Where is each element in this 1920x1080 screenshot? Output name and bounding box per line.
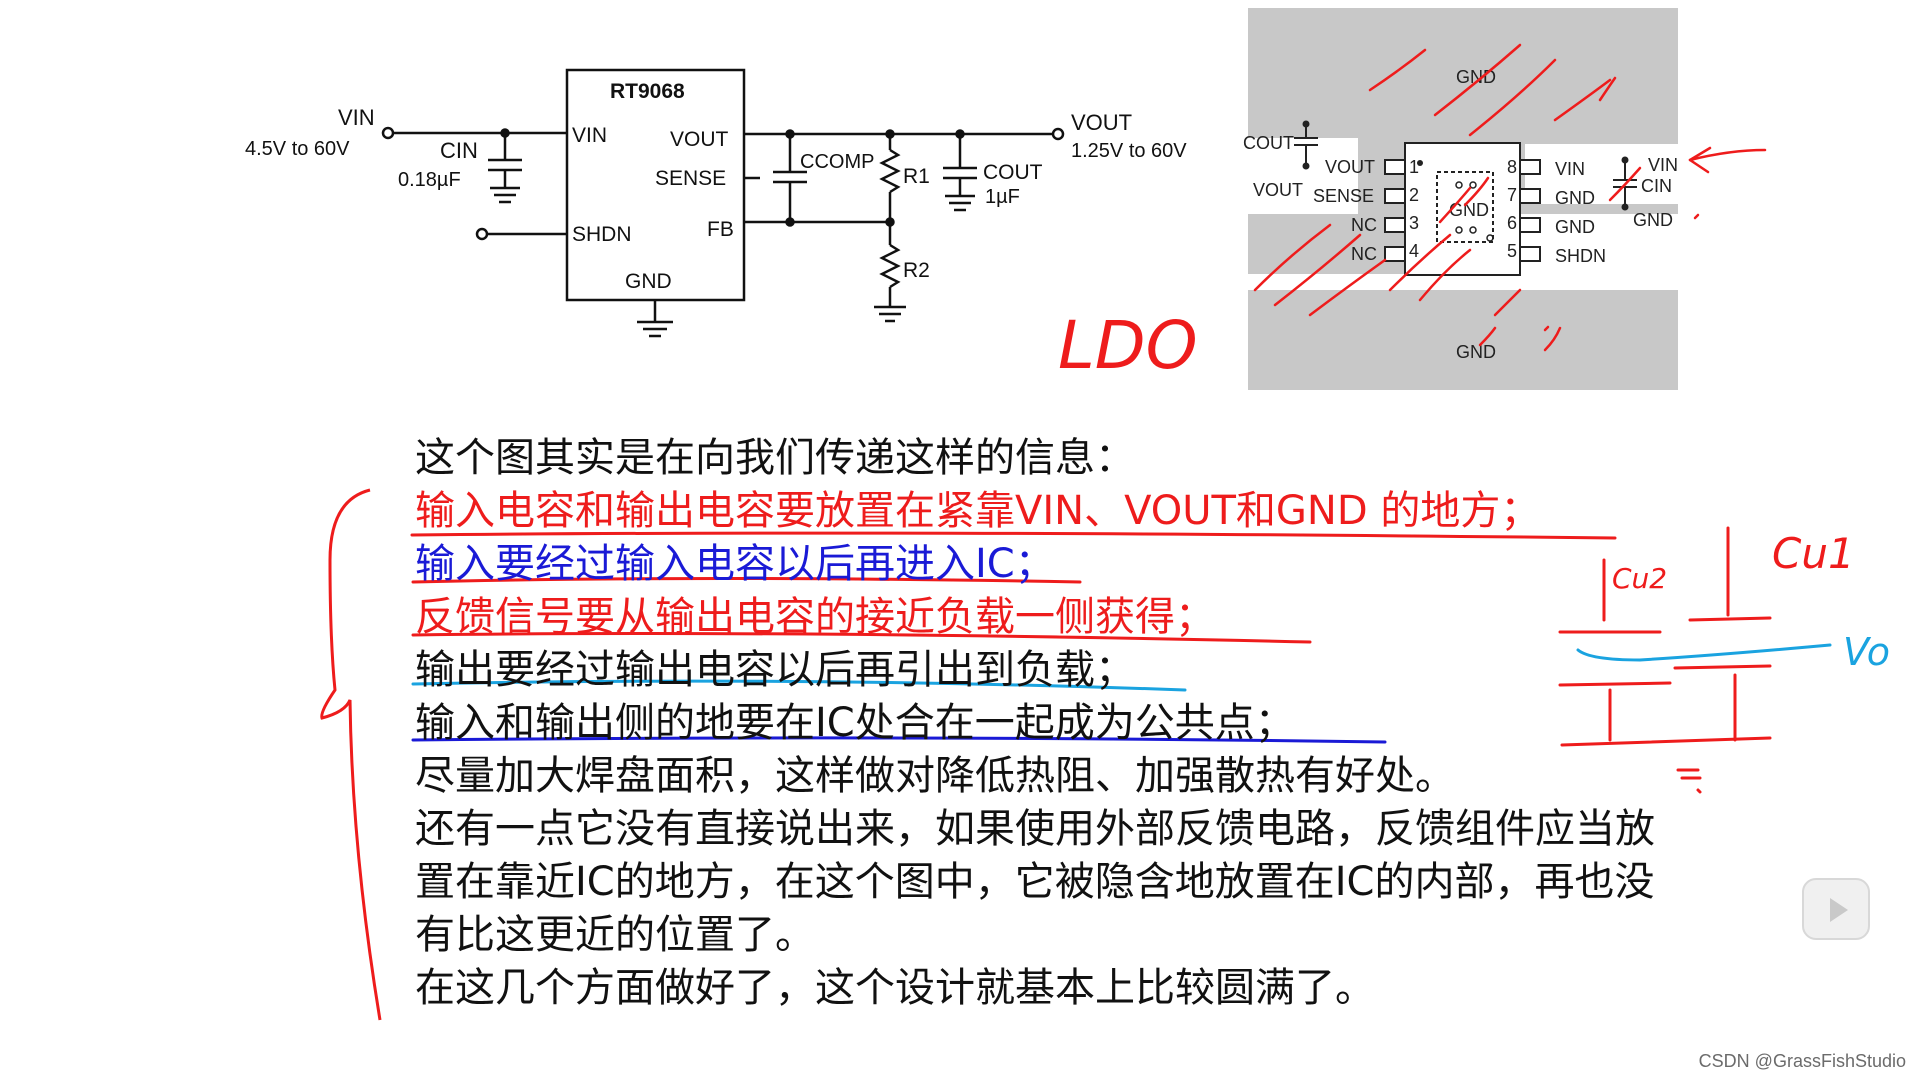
pcb-pin-gnd6: GND	[1555, 217, 1595, 237]
pin-number-3: 3	[1409, 213, 1419, 233]
play-button[interactable]	[1802, 878, 1870, 940]
red-brace	[320, 488, 382, 1021]
pcb-pin-vout: VOUT	[1325, 157, 1375, 177]
pcb-gnd-top: GND	[1456, 67, 1496, 87]
pin-number-4: 4	[1409, 241, 1419, 261]
note-line: 在这几个方面做好了，这个设计就基本上比较圆满了。	[415, 965, 1375, 1011]
pin-number-8: 8	[1507, 157, 1517, 177]
note-line: 反馈信号要从输出电容的接近负载一侧获得；	[415, 594, 1215, 640]
note-line: 输出要经过输出电容以后再引出到负载；	[415, 647, 1135, 693]
vin-label: VIN	[338, 105, 375, 130]
pin-shdn: SHDN	[572, 223, 632, 246]
red-hatch-marks	[1253, 43, 1767, 352]
pcb-cout-label: COUT	[1243, 133, 1294, 153]
note-line: 还有一点它没有直接说出来，如果使用外部反馈电路，反馈组件应当放置在靠近IC的地方…	[415, 806, 1655, 958]
ccomp-label: CCOMP	[800, 151, 874, 173]
notes-list: 这个图其实是在向我们传递这样的信息： 输入电容和输出电容要放置在紧靠VIN、VO…	[415, 432, 1715, 1015]
note-line: 输入电容和输出电容要放置在紧靠VIN、VOUT和GND 的地方；	[415, 488, 1541, 534]
watermark: CSDN @GrassFishStudio	[1698, 1051, 1906, 1071]
cin-label: CIN	[440, 138, 478, 163]
pin-number-7: 7	[1507, 185, 1517, 205]
note-line: 尽量加大焊盘面积，这样做对降低热阻、加强散热有好处。	[415, 753, 1455, 799]
pcb-pin-gnd7: GND	[1555, 188, 1595, 208]
vout-terminal	[1051, 127, 1065, 141]
pcb-center-pad: GND	[1449, 200, 1489, 220]
cout-value: 1µF	[985, 186, 1020, 208]
exposed-pad	[1436, 171, 1494, 243]
pin-number-5: 5	[1507, 241, 1517, 261]
pcb-cin-label: CIN	[1641, 176, 1672, 196]
r1-label: R1	[903, 165, 930, 188]
handwritten-cu2: Cu2	[1612, 562, 1667, 595]
pcb-pin-nc1: NC	[1351, 215, 1377, 235]
note-line: 输入要经过输入电容以后再进入IC；	[415, 541, 1055, 587]
cout-label: COUT	[983, 161, 1043, 184]
vout-label: VOUT	[1071, 110, 1132, 135]
ic-package	[1404, 142, 1521, 276]
pin-number-1: 1	[1409, 157, 1419, 177]
pin-number-6: 6	[1507, 213, 1517, 233]
pin-vin: VIN	[572, 124, 607, 147]
pcb-vout-region: VOUT	[1253, 180, 1303, 200]
pcb-gnd-right: GND	[1633, 210, 1673, 230]
pin-number-2: 2	[1409, 185, 1419, 205]
handwritten-ldo: LDO	[1058, 307, 1198, 384]
right-sketch	[1558, 526, 1832, 794]
shdn-terminal	[475, 227, 489, 241]
r2-label: R2	[903, 259, 930, 282]
pcb-pin-shdn: SHDN	[1555, 246, 1606, 266]
pcb-pin-nc2: NC	[1351, 244, 1377, 264]
text-underlines	[410, 531, 1617, 744]
pin-vout: VOUT	[670, 128, 729, 151]
note-line: 这个图其实是在向我们传递这样的信息：	[415, 435, 1135, 481]
handwritten-vo: Vo	[1843, 630, 1890, 674]
pin-sense: SENSE	[655, 167, 726, 190]
pcb-pin-sense: SENSE	[1313, 186, 1374, 206]
ic-name: RT9068	[610, 80, 685, 103]
handwritten-cu1: Cu1	[1772, 529, 1855, 578]
pin-gnd: GND	[625, 270, 672, 293]
pcb-gnd-bottom: GND	[1456, 342, 1496, 362]
vin-terminal	[381, 126, 395, 140]
pcb-pin-vin: VIN	[1555, 159, 1585, 179]
vin-range: 4.5V to 60V	[245, 138, 350, 160]
schematic	[381, 68, 1065, 338]
pcb-vin-label: VIN	[1648, 155, 1678, 175]
note-line: 输入和输出侧的地要在IC处合在一起成为公共点；	[415, 700, 1295, 746]
pcb-layout	[1248, 8, 1678, 390]
pin-fb: FB	[707, 218, 734, 241]
cin-value: 0.18µF	[398, 169, 461, 191]
vout-range: 1.25V to 60V	[1071, 140, 1187, 162]
